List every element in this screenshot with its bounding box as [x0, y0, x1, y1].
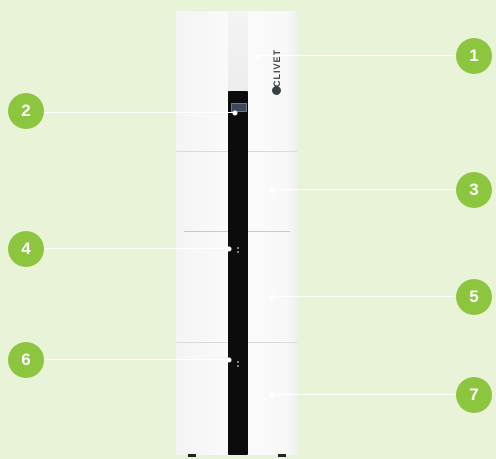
callout-anchor-dot: [227, 357, 232, 362]
callout-badge-6: 6: [8, 342, 44, 378]
callout-anchor-dot: [227, 246, 232, 251]
tower-right-panel: [240, 11, 297, 455]
brand-logo: CLIVET: [270, 41, 284, 95]
battery-tower: CLIVET: [176, 11, 297, 455]
callout-leader-line: [26, 359, 229, 360]
status-led: [237, 251, 239, 253]
module-groove-right: [248, 231, 290, 232]
callout-badge-4: 4: [8, 231, 44, 267]
callout-anchor-dot: [270, 294, 275, 299]
status-led: [237, 247, 239, 249]
callout-leader-line: [26, 112, 235, 113]
module-seam-2-right: [248, 342, 297, 343]
callout-leader-line: [272, 189, 474, 190]
callout-anchor-dot: [233, 110, 238, 115]
callout-anchor-dot: [270, 187, 275, 192]
module-seam-2-left: [176, 342, 228, 343]
center-black-strip: [228, 91, 248, 455]
callout-badge-1: 1: [456, 38, 492, 74]
module-groove-left: [184, 231, 228, 232]
tower-foot: [188, 454, 196, 457]
status-led: [237, 361, 239, 363]
callout-anchor-dot: [255, 53, 260, 58]
callout-anchor-dot: [270, 392, 275, 397]
tower-top-cap: [228, 11, 248, 97]
callout-badge-2: 2: [8, 93, 44, 129]
tower-left-panel: [176, 11, 234, 455]
module-seam-1-left: [176, 151, 228, 152]
tower-foot: [278, 454, 286, 457]
callout-badge-5: 5: [456, 279, 492, 315]
callout-badge-7: 7: [456, 377, 492, 413]
callout-leader-line: [272, 394, 474, 395]
module-seam-1-right: [248, 151, 297, 152]
callout-leader-line: [257, 55, 474, 56]
callout-badge-3: 3: [456, 172, 492, 208]
brand-logo-mark: [272, 86, 281, 95]
callout-leader-line: [272, 296, 474, 297]
callout-leader-line: [26, 248, 229, 249]
status-led: [237, 365, 239, 367]
